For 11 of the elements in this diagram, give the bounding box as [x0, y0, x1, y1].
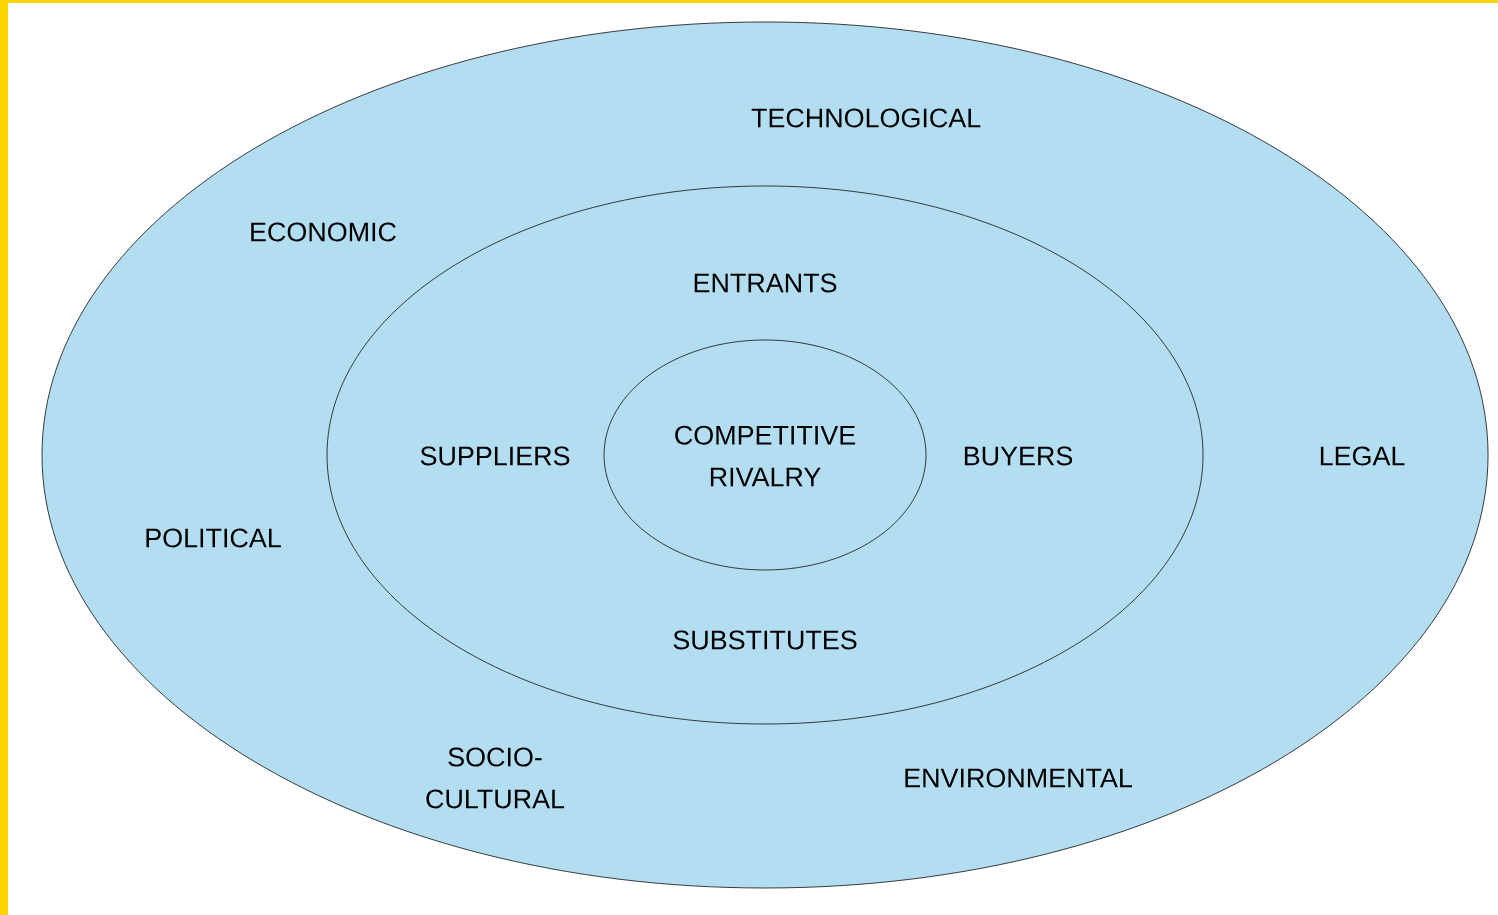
- factor-label: ECONOMIC: [251, 222, 396, 242]
- factor-label: LEGAL: [1320, 446, 1405, 466]
- factor-label: ENTRANTS: [694, 273, 837, 293]
- factor-label: ENVIRONMENTAL: [905, 768, 1132, 788]
- factor-label: SUPPLIERS: [420, 446, 570, 466]
- factor-label: COMPETITIVE RIVALRY: [675, 425, 856, 487]
- factor-label: TECHNOLOGICAL: [751, 108, 981, 128]
- factor-label: SOCIO-CULTURAL: [426, 747, 565, 809]
- factor-label: BUYERS: [964, 446, 1073, 466]
- factor-label: SUBSTITUTES: [673, 630, 857, 650]
- factor-label: POLITICAL: [146, 528, 281, 548]
